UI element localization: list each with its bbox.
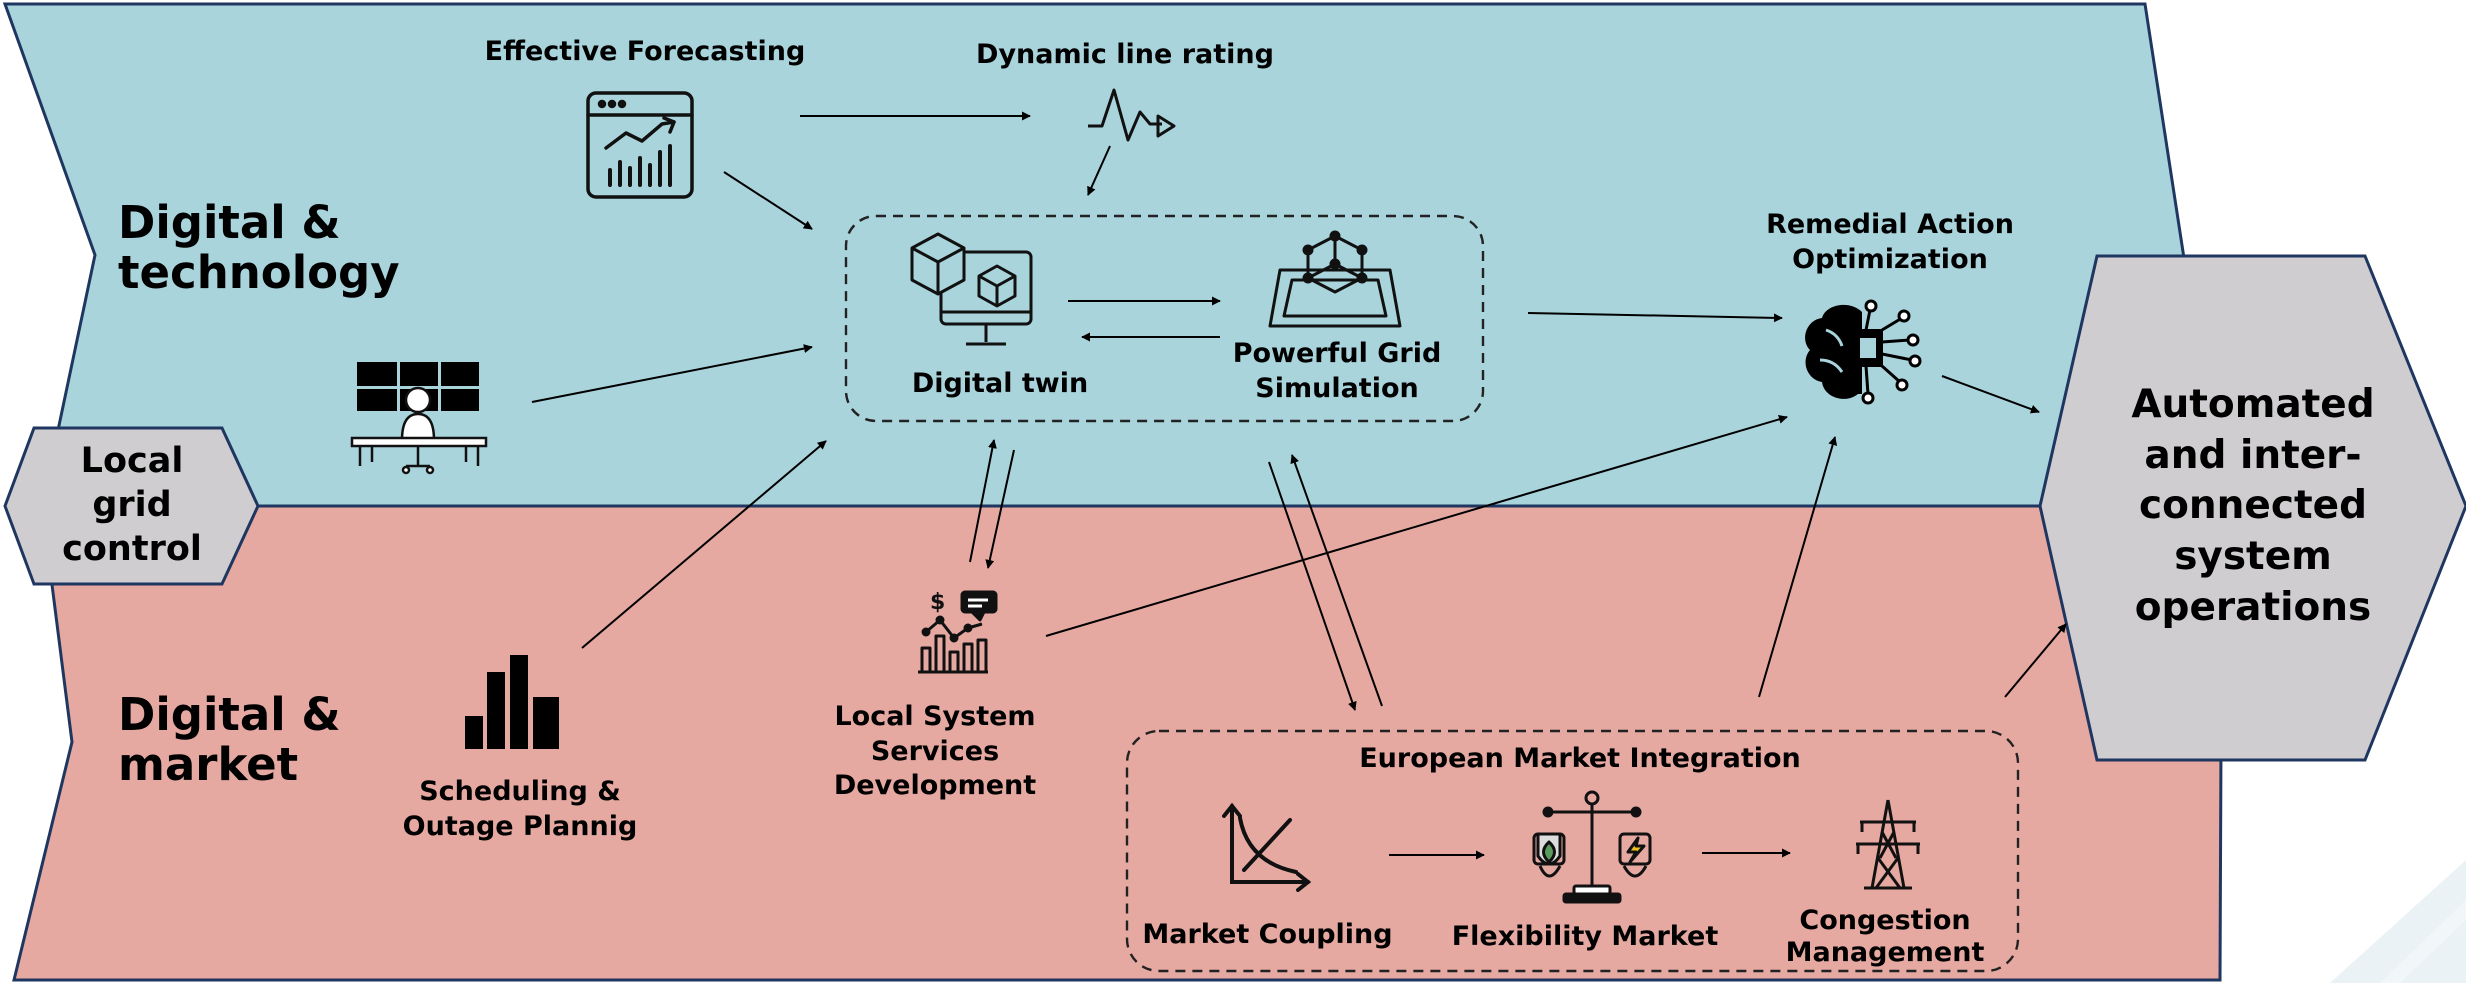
arrow-remedial-to-auto — [1941, 375, 2040, 414]
effective-forecasting-label: Effective Forecasting — [484, 36, 806, 67]
svg-text:$: $ — [930, 590, 945, 615]
market-band-title: Digital & market — [118, 688, 341, 792]
arrow-market-to-auto — [2004, 623, 2067, 698]
cost-analytics-icon: $ — [918, 590, 998, 674]
supply-demand-curve-icon — [1222, 802, 1312, 892]
flexibility-market-label: Flexibility Market — [1451, 921, 1719, 952]
digital-twin-icon — [910, 232, 1033, 346]
automated-operations-hexagon — [2038, 254, 2466, 762]
european-market-group — [1125, 729, 2020, 973]
grid-simulation-icon — [1268, 230, 1402, 328]
grid-simulation-label: Powerful Grid Simulation — [1232, 338, 1442, 404]
remedial-action-label: Remedial Action Optimization — [1766, 209, 2014, 275]
arrow-scheduling-to-twin — [581, 440, 827, 649]
arrow-sim-to-remedial — [1527, 312, 1783, 323]
dynamic-line-rating-label: Dynamic line rating — [976, 39, 1274, 70]
arrow-lss-to-remedial — [1045, 414, 1788, 637]
technology-band-title: Digital & technology — [118, 196, 400, 300]
scheduling-label: Scheduling & Outage Plannig — [402, 776, 638, 842]
congestion-management-label: Congestion Management — [1785, 905, 1985, 969]
forecast-chart-icon — [586, 91, 694, 199]
automated-operations-label: Automated and inter-connected system ope… — [2131, 382, 2375, 630]
arrow-forecast-to-twin — [723, 171, 813, 230]
arrow-dlr-to-twin — [1087, 145, 1111, 196]
local-system-services-label: Local System Services Development — [833, 701, 1037, 802]
arrow-market-to-sim — [1290, 454, 1383, 707]
bar-chart-icon — [465, 655, 559, 749]
transmission-tower-icon — [1856, 799, 1920, 890]
control-room-icon — [350, 362, 488, 475]
ai-brain-icon — [1805, 299, 1922, 405]
arrow-twin-to-lss — [985, 449, 1015, 569]
pulse-icon — [1088, 88, 1176, 142]
arrow-sim-to-market — [1268, 461, 1357, 711]
arrow-market-to-remedial — [1758, 436, 1838, 698]
european-market-integration-label: European Market Integration — [1359, 743, 1801, 774]
local-grid-control-label: Local grid control — [62, 441, 202, 569]
arrow-lss-to-twin — [969, 439, 997, 563]
market-band — [12, 504, 2224, 982]
local-grid-control-hexagon — [3, 426, 260, 586]
market-coupling-label: Market Coupling — [1142, 919, 1393, 950]
digital-twin-label: Digital twin — [911, 368, 1089, 399]
arrow-control-to-twin — [531, 344, 813, 403]
balance-scale-icon — [1532, 790, 1652, 904]
